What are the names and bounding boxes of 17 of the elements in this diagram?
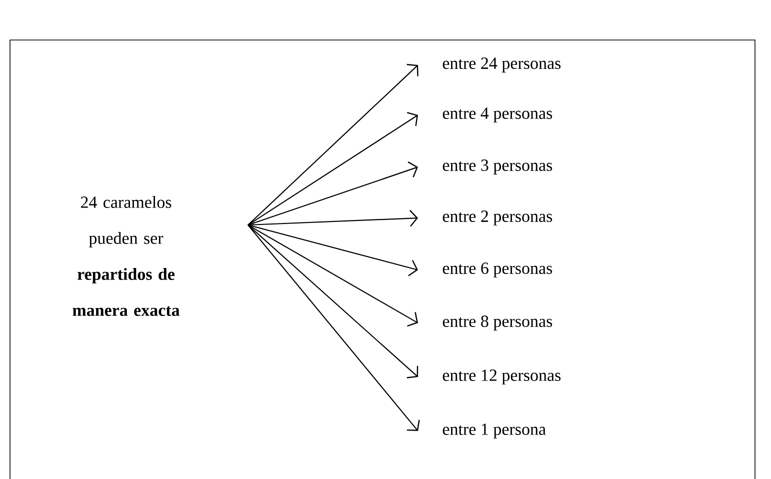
text-label: entre 2 personas: [442, 210, 552, 226]
arrow: [248, 224, 420, 431]
text-label: 24 caramelos pueden ser repartidos de manera exacta: [72, 196, 180, 316]
text-label: entre 24 personas: [442, 58, 561, 72]
arrow: [248, 224, 418, 276]
text-label: entre 4 personas: [442, 108, 552, 122]
arrow: [248, 64, 418, 226]
text-label: entre 8 personas: [442, 316, 552, 330]
arrow: [248, 210, 418, 227]
text-label: entre 1 persona: [442, 424, 546, 438]
text-label: entre 12 personas: [442, 370, 561, 384]
text-label: entre 6 personas: [442, 262, 552, 278]
arrow: [248, 112, 418, 226]
arrow: [248, 224, 418, 327]
arrow: [248, 161, 418, 226]
arrow: [248, 224, 418, 378]
text-label: entre 3 personas: [442, 160, 552, 174]
